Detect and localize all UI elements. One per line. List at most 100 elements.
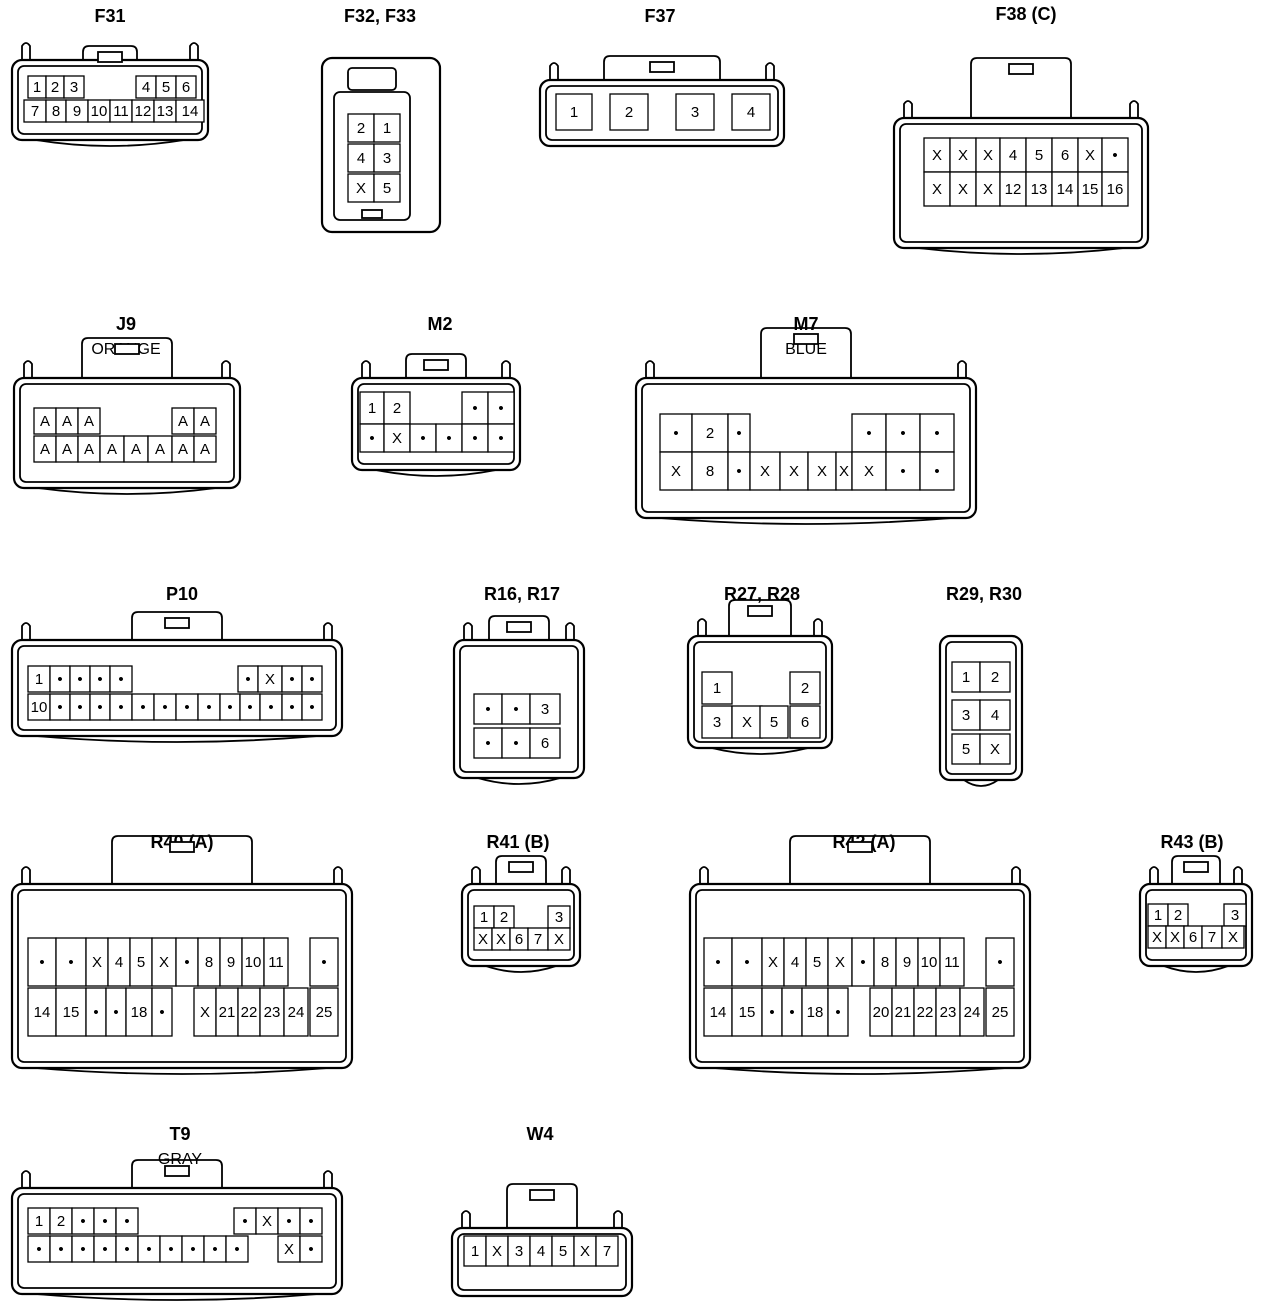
pin-label: 24 xyxy=(964,1004,981,1021)
pin-label: 2 xyxy=(51,79,59,96)
pin-label: X xyxy=(496,931,506,948)
latch-tab xyxy=(164,1165,190,1177)
connector-title: R43 (B) xyxy=(1160,832,1223,852)
latch-tab xyxy=(423,359,449,371)
pin-label: X xyxy=(356,180,366,197)
connector-skirt xyxy=(659,517,953,525)
pin-cavity xyxy=(299,1235,323,1263)
pin-label: 23 xyxy=(940,1004,957,1021)
latch-tab xyxy=(1183,861,1209,873)
pin-label: 2 xyxy=(801,680,809,697)
pin-cavity xyxy=(1025,171,1053,207)
pin-label: • xyxy=(289,671,294,688)
corner-post-right xyxy=(333,866,343,884)
pin-label: X xyxy=(200,1004,210,1021)
pin-label: • xyxy=(140,699,145,716)
pin-cavity xyxy=(701,671,733,705)
pin-label: 13 xyxy=(1031,181,1048,198)
connector-title: T9 xyxy=(169,1124,190,1144)
lock-latch xyxy=(603,55,721,80)
corner-post-left xyxy=(21,866,31,884)
connector-skirt xyxy=(375,469,497,477)
pin-cavity xyxy=(979,661,1011,693)
corner-post-right xyxy=(813,618,823,636)
pin-label: • xyxy=(835,1004,840,1021)
pin-label: • xyxy=(900,463,905,480)
pin-cavity xyxy=(595,1235,619,1267)
connector-color-label: BLUE xyxy=(785,341,827,358)
connector-title: R41 (B) xyxy=(486,832,549,852)
lock-latch xyxy=(970,57,1072,118)
latch-tab xyxy=(97,51,123,63)
pin-label: • xyxy=(744,954,749,971)
pin-label: 5 xyxy=(137,954,145,971)
pin-cavity xyxy=(473,693,503,725)
connector-skirt xyxy=(35,1067,329,1075)
corner-post-left xyxy=(697,618,707,636)
pin-label: 18 xyxy=(807,1004,824,1021)
pin-label: 1 xyxy=(33,79,41,96)
pin-label: • xyxy=(513,735,518,752)
lock-latch xyxy=(405,353,467,378)
pin-label: X xyxy=(932,181,942,198)
pin-label: 2 xyxy=(500,909,508,926)
pin-label: • xyxy=(234,1241,239,1258)
pin-label: 4 xyxy=(747,104,755,121)
pin-label: A xyxy=(40,413,50,430)
pin-cavity xyxy=(827,937,853,987)
connector-skirt xyxy=(711,747,809,755)
pin-label: 9 xyxy=(903,954,911,971)
corner-post-right xyxy=(1129,100,1139,118)
connector-title: W4 xyxy=(527,1124,554,1144)
pin-label: 11 xyxy=(944,954,960,971)
pin-cavity xyxy=(109,665,133,693)
pin-label: 5 xyxy=(383,180,391,197)
pin-label: X xyxy=(554,931,564,948)
pin-label: X xyxy=(1152,929,1162,946)
pin-label: • xyxy=(485,701,490,718)
lock-latch xyxy=(131,611,223,640)
pin-label: 1 xyxy=(1154,907,1162,924)
pin-cavity xyxy=(299,1207,323,1235)
pin-label: 12 xyxy=(1005,181,1022,198)
connector-j9: J9ORANGEAAAAAAAAAAAAA xyxy=(12,314,242,495)
pin-label: 3 xyxy=(383,150,391,167)
pin-label: 5 xyxy=(962,741,970,758)
pin-cavity xyxy=(939,937,965,987)
pin-label: 2 xyxy=(1174,907,1182,924)
pin-cavity xyxy=(919,413,955,453)
pin-label: • xyxy=(57,699,62,716)
pin-label: 25 xyxy=(316,1004,333,1021)
pin-label: • xyxy=(321,954,326,971)
pin-cavity xyxy=(529,693,561,725)
pin-label: 4 xyxy=(357,150,365,167)
pin-label: • xyxy=(308,1213,313,1230)
corner-post-left xyxy=(463,622,473,640)
lock-latch xyxy=(131,1159,223,1188)
pin-label: • xyxy=(309,671,314,688)
connector-title: P10 xyxy=(166,584,198,604)
pin-label: • xyxy=(124,1213,129,1230)
pin-label: 14 xyxy=(182,103,199,120)
pin-label: 22 xyxy=(917,1004,934,1021)
pin-label: 16 xyxy=(1107,181,1124,198)
lock-latch xyxy=(495,855,547,884)
connector-title: F31 xyxy=(94,6,125,26)
latch-tab xyxy=(114,343,140,355)
lock-tab xyxy=(347,67,397,91)
pin-label: 8 xyxy=(706,463,714,480)
pin-cavity xyxy=(985,987,1015,1037)
pin-label: • xyxy=(146,1241,151,1258)
pin-label: • xyxy=(513,701,518,718)
pin-label: 6 xyxy=(801,714,809,731)
pin-cavity xyxy=(383,423,411,453)
pin-cavity xyxy=(383,391,411,425)
corner-post-right xyxy=(323,622,333,640)
pin-label: A xyxy=(84,413,94,430)
